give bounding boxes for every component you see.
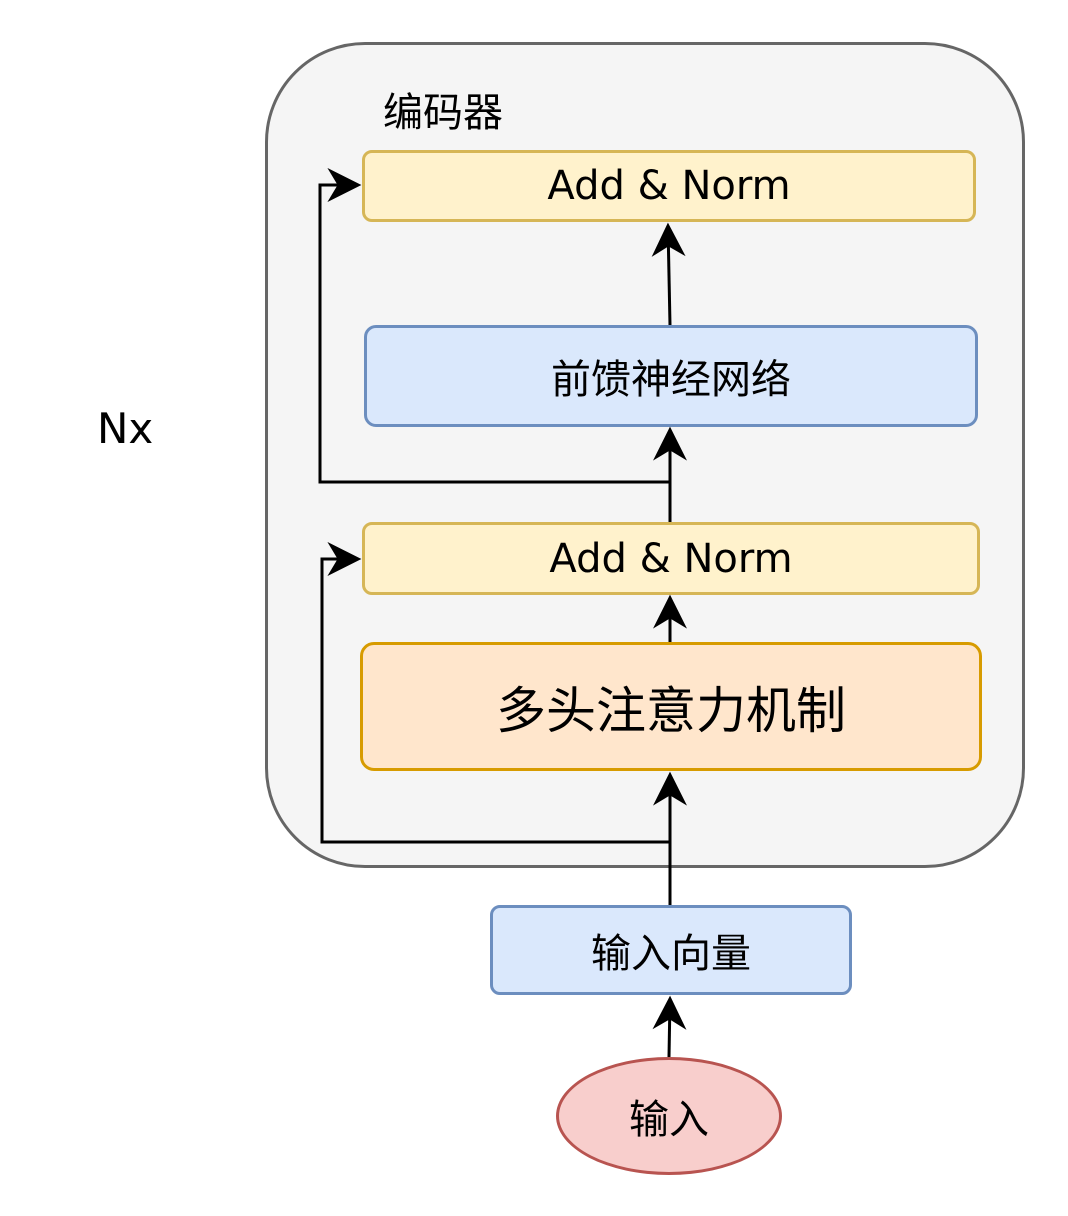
- multi-head-attention-node: 多头注意力机制: [360, 642, 982, 771]
- feed-forward-node: 前馈神经网络: [364, 325, 978, 427]
- multi-head-attention-label: 多头注意力机制: [496, 681, 846, 740]
- input-vector-node: 输入向量: [490, 905, 852, 995]
- feed-forward-label: 前馈神经网络: [551, 357, 791, 403]
- add-norm-bottom-node: Add & Norm: [362, 522, 980, 595]
- input-node: 输入: [556, 1057, 782, 1175]
- arrow-feedforward-to-addnorm: [651, 222, 686, 326]
- repeat-label: Nx: [97, 404, 154, 453]
- arrow-input-to-vector: [652, 995, 687, 1058]
- encoder-title: 编码器: [383, 90, 503, 136]
- residual-feedforward: [318, 168, 670, 484]
- add-norm-top-label: Add & Norm: [547, 163, 791, 209]
- input-label: 输入: [629, 1097, 709, 1143]
- add-norm-bottom-label: Add & Norm: [549, 535, 793, 582]
- input-vector-label: 输入向量: [591, 931, 751, 977]
- add-norm-top-node: Add & Norm: [362, 150, 976, 222]
- residual-attention: [320, 542, 670, 844]
